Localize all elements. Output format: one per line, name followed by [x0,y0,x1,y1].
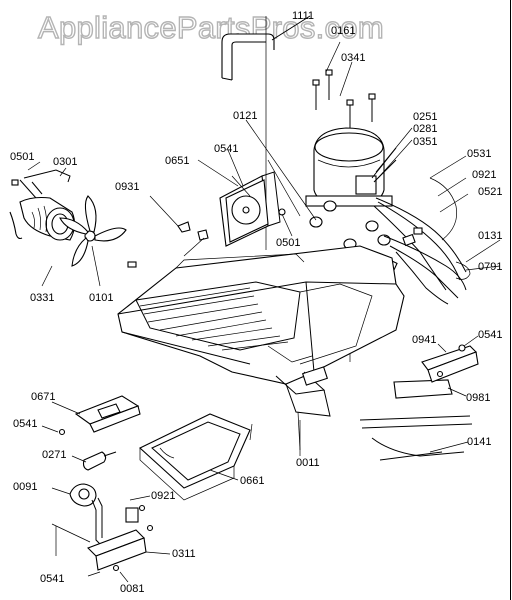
label-0941: 0941 [412,334,437,346]
tube-1111 [221,15,311,81]
label-0541-right: 0541 [478,329,503,341]
label-0081: 0081 [120,583,145,595]
base-pan-0011 [117,245,405,456]
label-0791: 0791 [478,261,503,273]
label-1111: 1111 [292,10,315,22]
watermark-text: AppliancePartsPros.com [37,9,385,45]
label-0101: 0101 [89,292,114,304]
bolts-0161 [312,41,376,128]
drain-tube-0141 [359,379,473,461]
bracket-0671 [41,395,141,436]
fan-shroud-0651 [149,159,286,247]
label-0921-top: 0921 [472,169,497,181]
fan-blade-0101 [27,161,137,287]
label-0351: 0351 [413,136,438,148]
label-0541-top: 0541 [214,143,239,155]
label-0981: 0981 [466,392,491,404]
label-0531: 0531 [467,148,492,160]
label-0311: 0311 [172,548,196,560]
label-0661: 0661 [240,475,265,487]
label-0271: 0271 [42,449,67,461]
label-0131: 0131 [478,230,503,242]
label-0301: 0301 [53,156,78,168]
heater-0271 [71,451,117,471]
label-0671: 0671 [31,391,56,403]
label-0541-bottom: 0541 [40,573,65,585]
label-0251: 0251 [413,111,438,123]
label-0121: 0121 [233,110,258,122]
grommets [309,200,391,250]
label-0161: 0161 [331,25,356,37]
bracket-0941 [421,335,479,383]
terminal-assembly [51,483,171,583]
label-0501-center: 0501 [276,237,301,249]
label-0931: 0931 [115,181,140,193]
label-0141: 0141 [467,436,492,448]
label-0501-left: 0501 [10,151,35,163]
compressor [305,127,397,207]
label-0331: 0331 [30,292,55,304]
drain-tray-0661 [139,413,251,501]
label-0281: 0281 [413,123,438,135]
label-0011: 0011 [296,457,320,469]
fan-motor [9,169,87,241]
label-0921-bottom: 0921 [151,490,176,502]
leader-lines-center [183,213,301,451]
label-0341: 0341 [341,52,366,64]
label-0521: 0521 [478,186,503,198]
label-0651: 0651 [165,155,190,167]
label-0091: 0091 [13,481,38,493]
label-0541-mid: 0541 [13,418,38,430]
